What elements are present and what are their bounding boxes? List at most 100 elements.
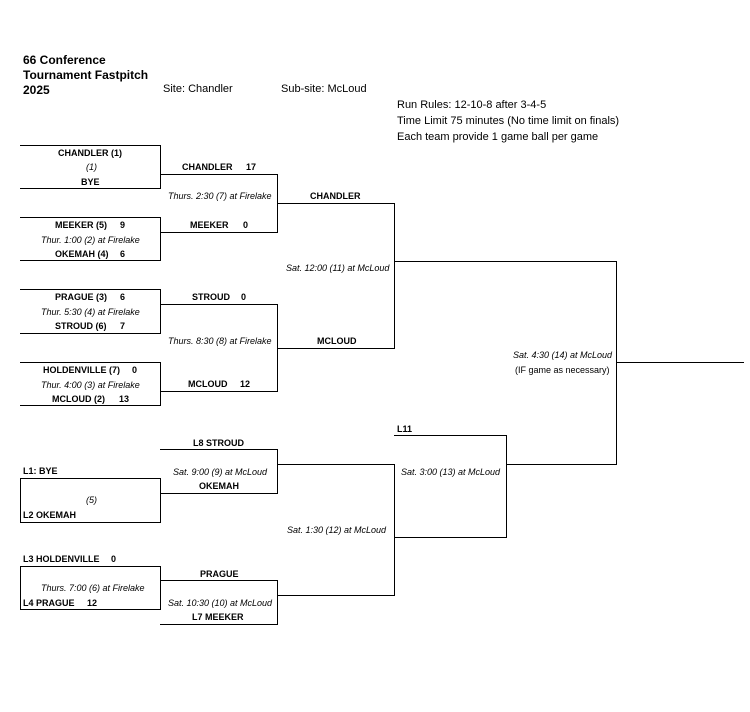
score: 9 <box>120 220 126 230</box>
line <box>506 464 617 465</box>
line <box>160 289 161 333</box>
score: 6 <box>120 249 126 259</box>
site-label: Site: Chandler <box>163 83 233 95</box>
game-13-note: Sat. 3:00 (13) at McLoud <box>401 467 501 477</box>
line <box>160 566 161 609</box>
line <box>20 609 161 610</box>
line <box>20 566 161 567</box>
line <box>160 217 161 260</box>
line <box>277 304 278 391</box>
line <box>277 348 395 349</box>
game-5-note: (5) <box>86 495 97 505</box>
rule-line-3: Each team provide 1 game ball per game <box>397 131 599 143</box>
line <box>394 261 617 262</box>
line <box>20 333 161 334</box>
line <box>160 493 278 494</box>
line <box>277 595 395 596</box>
team-prague-g10: PRAGUE <box>200 569 239 579</box>
line <box>160 304 278 305</box>
loser-l4: L4 PRAGUE <box>23 598 75 608</box>
line <box>277 203 395 204</box>
line <box>160 145 161 188</box>
team-stroud: STROUD <box>192 292 230 302</box>
line <box>20 217 161 218</box>
line <box>20 478 161 479</box>
loser-l11: L11 <box>397 424 413 434</box>
line <box>20 478 21 522</box>
line <box>616 362 744 363</box>
line <box>20 145 161 146</box>
team-okemah-seed: OKEMAH (4) <box>55 249 109 259</box>
game-6-note: Thurs. 7:00 (6) at Firelake <box>41 583 145 593</box>
line <box>160 232 278 233</box>
score: 0 <box>241 292 247 302</box>
game-9-note: Sat. 9:00 (9) at McLoud <box>173 467 268 477</box>
title-line-1: 66 Conference <box>23 53 106 67</box>
line <box>20 289 161 290</box>
score: 6 <box>120 292 126 302</box>
team-mcloud: MCLOUD <box>188 379 228 389</box>
line <box>394 203 395 348</box>
line <box>20 362 161 363</box>
line <box>394 435 507 436</box>
game-14-note: Sat. 4:30 (14) at McLoud <box>513 350 613 360</box>
game-2-note: Thur. 1:00 (2) at Firelake <box>41 235 140 245</box>
line <box>506 435 507 464</box>
loser-l3: L3 HOLDENVILLE <box>23 554 100 564</box>
rule-line-2: Time Limit 75 minutes (No time limit on … <box>397 115 620 127</box>
team-chandler-semis: CHANDLER <box>310 191 361 201</box>
loser-l2: L2 OKEMAH <box>23 510 77 520</box>
score: 12 <box>240 379 251 389</box>
line <box>394 464 395 595</box>
team-meeker: MEEKER <box>190 220 229 230</box>
team-okemah-g9: OKEMAH <box>199 481 239 491</box>
team-mcloud-semis: MCLOUD <box>317 336 357 346</box>
loser-l7: L7 MEEKER <box>192 612 244 622</box>
rule-line-1: Run Rules: 12-10-8 after 3-4-5 <box>397 99 547 111</box>
game-1-note: (1) <box>86 162 97 172</box>
line <box>20 566 21 609</box>
score: 0 <box>243 220 249 230</box>
line <box>277 464 395 465</box>
score: 17 <box>246 162 257 172</box>
team-chandler: CHANDLER <box>182 162 233 172</box>
line <box>277 580 278 624</box>
team-bye: BYE <box>81 177 100 187</box>
line <box>160 580 278 581</box>
line <box>160 449 278 450</box>
loser-l1: L1: BYE <box>23 466 58 476</box>
team-meeker-seed: MEEKER (5) <box>55 220 108 230</box>
line <box>506 464 507 537</box>
line <box>20 405 161 406</box>
game-8-note: Thurs. 8:30 (8) at Firelake <box>168 336 272 346</box>
game-4-note: Thur. 5:30 (4) at Firelake <box>41 307 140 317</box>
line <box>394 537 507 538</box>
score: 13 <box>119 394 130 404</box>
line <box>160 362 161 405</box>
team-stroud-seed: STROUD (6) <box>55 321 107 331</box>
line <box>277 449 278 493</box>
line <box>20 188 161 189</box>
score: 12 <box>87 598 98 608</box>
team-prague-seed: PRAGUE (3) <box>55 292 108 302</box>
game-10-note: Sat. 10:30 (10) at McLoud <box>168 598 273 608</box>
team-mcloud-seed: MCLOUD (2) <box>52 394 105 404</box>
score: 0 <box>132 365 138 375</box>
line <box>20 260 161 261</box>
game-3-note: Thur. 4:00 (3) at Firelake <box>41 380 140 390</box>
line <box>20 522 161 523</box>
game-11-note: Sat. 12:00 (11) at McLoud <box>286 263 390 273</box>
subsite-label: Sub-site: McLoud <box>281 83 367 95</box>
team-holdenville-seed: HOLDENVILLE (7) <box>43 365 121 375</box>
title-line-2: Tournament Fastpitch <box>23 68 149 82</box>
score: 7 <box>120 321 126 331</box>
loser-l8: L8 STROUD <box>193 438 245 448</box>
team-chandler-seed: CHANDLER (1) <box>58 148 122 158</box>
line <box>160 478 161 522</box>
game-7-note: Thurs. 2:30 (7) at Firelake <box>168 191 272 201</box>
line <box>160 174 278 175</box>
title-line-3: 2025 <box>23 83 50 97</box>
game-12-note: Sat. 1:30 (12) at McLoud <box>287 525 387 535</box>
line <box>160 624 278 625</box>
line <box>160 391 278 392</box>
